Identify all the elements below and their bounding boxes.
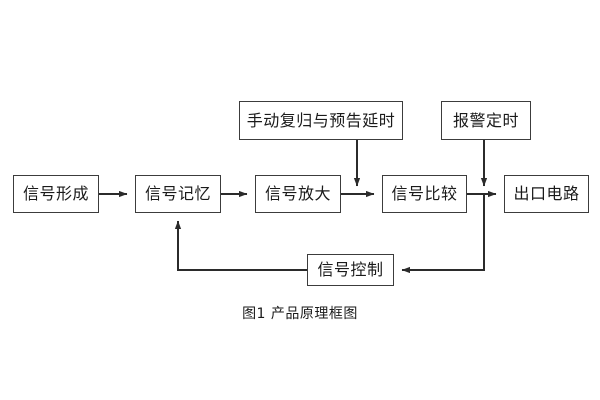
node-signal-amplify[interactable]: 信号放大: [255, 175, 341, 213]
node-output-circuit-label: 出口电路: [513, 184, 580, 203]
node-signal-control-label: 信号控制: [317, 260, 384, 279]
node-manual-reset-delay[interactable]: 手动复归与预告延时: [239, 101, 403, 140]
node-signal-memory-label: 信号记忆: [144, 184, 211, 203]
node-signal-control[interactable]: 信号控制: [307, 254, 394, 286]
node-manual-reset-delay-label: 手动复归与预告延时: [246, 110, 396, 130]
node-output-circuit[interactable]: 出口电路: [504, 175, 589, 213]
node-signal-compare[interactable]: 信号比较: [382, 175, 467, 213]
node-signal-memory[interactable]: 信号记忆: [135, 175, 221, 213]
node-signal-form-label: 信号形成: [22, 184, 89, 203]
node-signal-form[interactable]: 信号形成: [13, 175, 99, 213]
node-alarm-timer[interactable]: 报警定时: [441, 101, 531, 140]
edge-signal-control-to-signal-memory: [174, 220, 307, 271]
figure-caption: 图1 产品原理框图: [242, 306, 358, 322]
node-alarm-timer-label: 报警定时: [452, 110, 519, 130]
node-signal-compare-label: 信号比较: [391, 184, 458, 203]
node-signal-amplify-label: 信号放大: [264, 184, 331, 203]
